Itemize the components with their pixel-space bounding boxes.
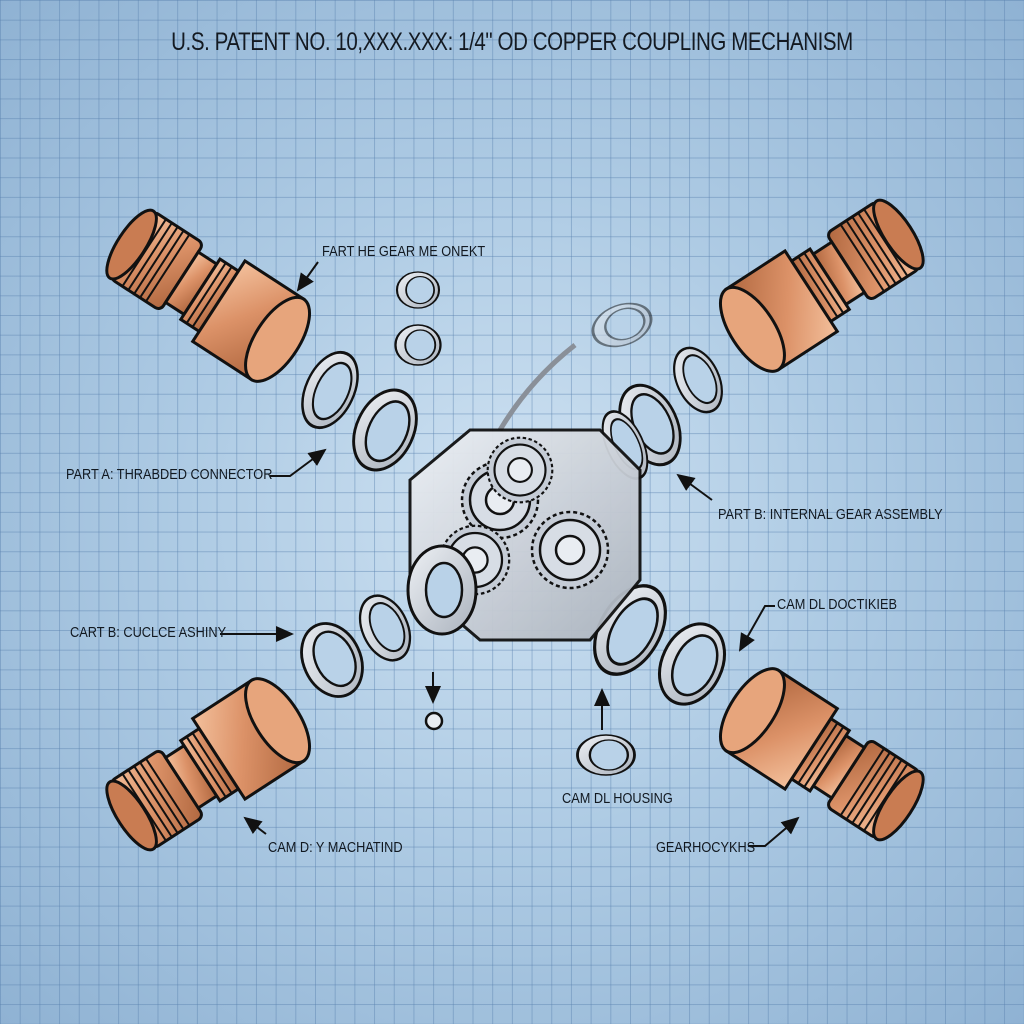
label-cam-right: CAM DL DOCTIKIEB	[777, 596, 897, 613]
label-part-a-threaded-connector: PART A: THRABDED CONNECTOR	[66, 466, 273, 483]
label-cam-d: CAM D: Y MACHATIND	[268, 839, 403, 856]
label-part-b-internal-gear-assembly: PART B: INTERNAL GEAR ASSEMBLY	[718, 506, 943, 523]
gear-housing	[406, 428, 642, 642]
label-gear-top: FART HE GEAR ME ONEKT	[322, 243, 486, 260]
label-cart-b: CART B: CUCLCE ASHINY	[70, 624, 227, 641]
connector-bottom-right	[706, 656, 938, 855]
diagram-title: U.S. PATENT NO. 10,XXX.XXX: 1/4" OD COPP…	[171, 28, 853, 56]
label-gear-bottom-right: GEARHOCYKHS	[656, 839, 756, 856]
label-housing: CAM DL HOUSING	[562, 790, 673, 807]
connector-top-left	[92, 195, 324, 394]
connector-bottom-left	[92, 666, 324, 865]
connector-top-right	[706, 185, 938, 384]
